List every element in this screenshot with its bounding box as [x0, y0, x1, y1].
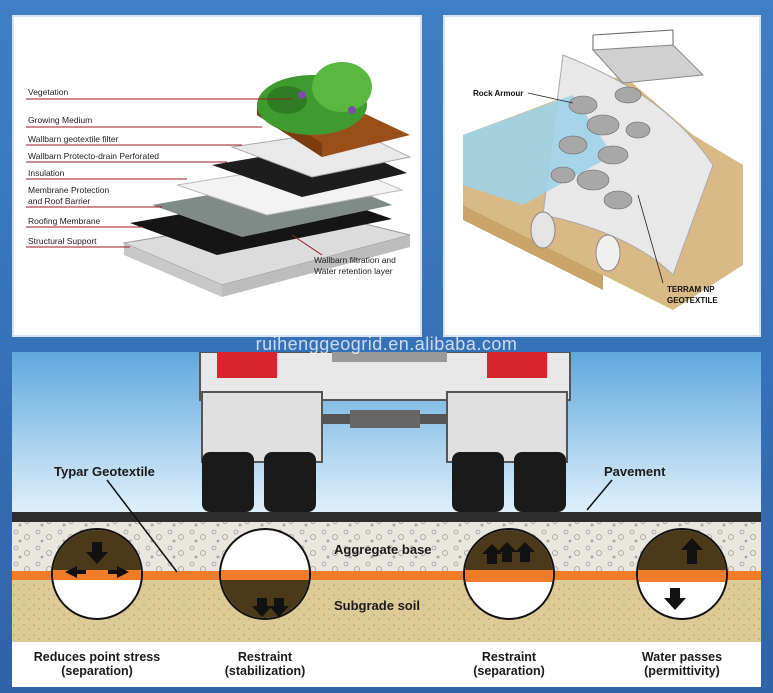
caption-line2: (separation)	[473, 664, 545, 678]
caption-line1: Water passes	[641, 650, 723, 664]
label-filtration-2: Water retention layer	[314, 266, 393, 276]
green-roof-illustration	[26, 62, 412, 297]
caption-separation: Restraint (separation)	[439, 650, 579, 678]
label-vegetation: Vegetation	[28, 87, 69, 97]
green-roof-panel: Vegetation Growing Medium Wallbarn geote…	[12, 15, 422, 337]
caption-point-stress: Reduces point stress (separation)	[27, 650, 167, 678]
caption-line1: Reduces point stress	[33, 650, 161, 664]
caption-line2: (separation)	[61, 664, 133, 678]
label-typar-geotextile: Typar Geotextile	[54, 464, 155, 479]
label-subgrade-soil: Subgrade soil	[334, 598, 420, 613]
road-section-illustration	[12, 352, 761, 687]
label-growing-medium: Growing Medium	[28, 115, 93, 125]
label-geotextile-filter: Wallbarn geotextile filter	[28, 134, 119, 144]
label-roofing-membrane: Roofing Membrane	[28, 216, 101, 226]
label-membrane-protection-2: and Roof Barrier	[28, 196, 91, 206]
label-terram-1: TERRAM NP	[667, 285, 715, 294]
label-structural-support: Structural Support	[28, 236, 97, 246]
label-rock-armour: Rock Armour	[473, 89, 524, 98]
caption-permittivity: Water passes (permittivity)	[612, 650, 752, 678]
label-aggregate-base: Aggregate base	[334, 542, 432, 557]
caption-line2: (permittivity)	[644, 664, 720, 678]
caption-line1: Restraint	[481, 650, 537, 664]
rock-armour-panel: Rock Armour TERRAM NP GEOTEXTILE	[443, 15, 761, 337]
road-section-panel: Typar Geotextile Pavement Aggregate base…	[12, 352, 761, 687]
caption-line2: (stabilization)	[224, 664, 306, 678]
caption-stabilization: Restraint (stabilization)	[195, 650, 335, 678]
label-insulation: Insulation	[28, 168, 65, 178]
label-filtration-1: Wallbarn filtration and	[314, 255, 396, 265]
rock-armour-illustration	[463, 29, 743, 310]
label-pavement: Pavement	[604, 464, 666, 479]
label-membrane-protection-1: Membrane Protection	[28, 185, 110, 195]
label-terram-2: GEOTEXTILE	[667, 296, 718, 305]
label-protecto-drain: Wallbarn Protecto-drain Perforated	[28, 151, 160, 161]
watermark: ruihenggeogrid.en.alibaba.com	[255, 334, 518, 354]
caption-line1: Restraint	[237, 650, 293, 664]
